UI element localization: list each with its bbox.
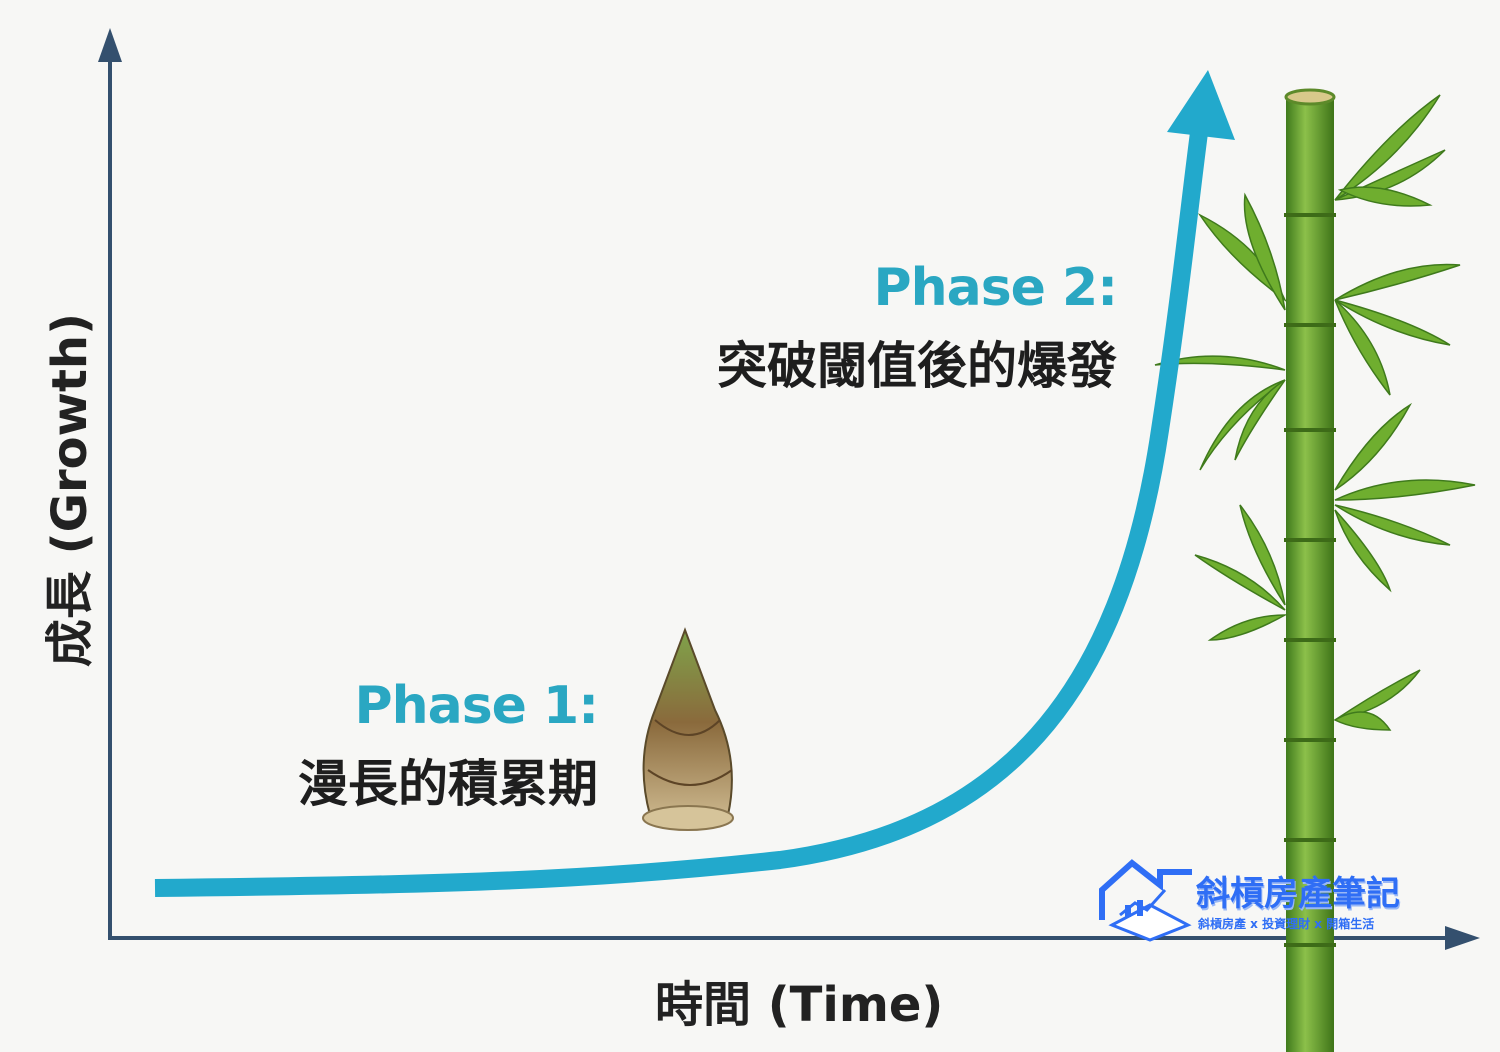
y-axis bbox=[98, 28, 122, 940]
growth-curve bbox=[154, 70, 1235, 897]
curve-arrow-icon bbox=[1167, 70, 1235, 140]
bamboo-shoot-icon bbox=[642, 627, 734, 831]
logo-title: 斜槓房產筆記 bbox=[1196, 874, 1400, 914]
y-axis-label: 成長 (Growth) bbox=[42, 312, 98, 668]
y-axis-arrow-icon bbox=[98, 28, 122, 62]
bamboo-stalk-icon bbox=[1154, 88, 1476, 1052]
x-axis-label: 時間 (Time) bbox=[655, 977, 944, 1033]
phase-2-description: 突破閾值後的爆發 bbox=[717, 337, 1117, 395]
house-book-logo-icon bbox=[1099, 859, 1192, 942]
phase-1-title: Phase 1: bbox=[354, 676, 599, 736]
x-axis bbox=[108, 926, 1480, 950]
phase-2-title: Phase 2: bbox=[873, 258, 1118, 318]
logo-subtitle: 斜槓房產 x 投資理財 x 開箱生活 bbox=[1198, 917, 1375, 931]
phase-1-description: 漫長的積累期 bbox=[298, 755, 598, 813]
x-axis-arrow-icon bbox=[1445, 926, 1480, 950]
